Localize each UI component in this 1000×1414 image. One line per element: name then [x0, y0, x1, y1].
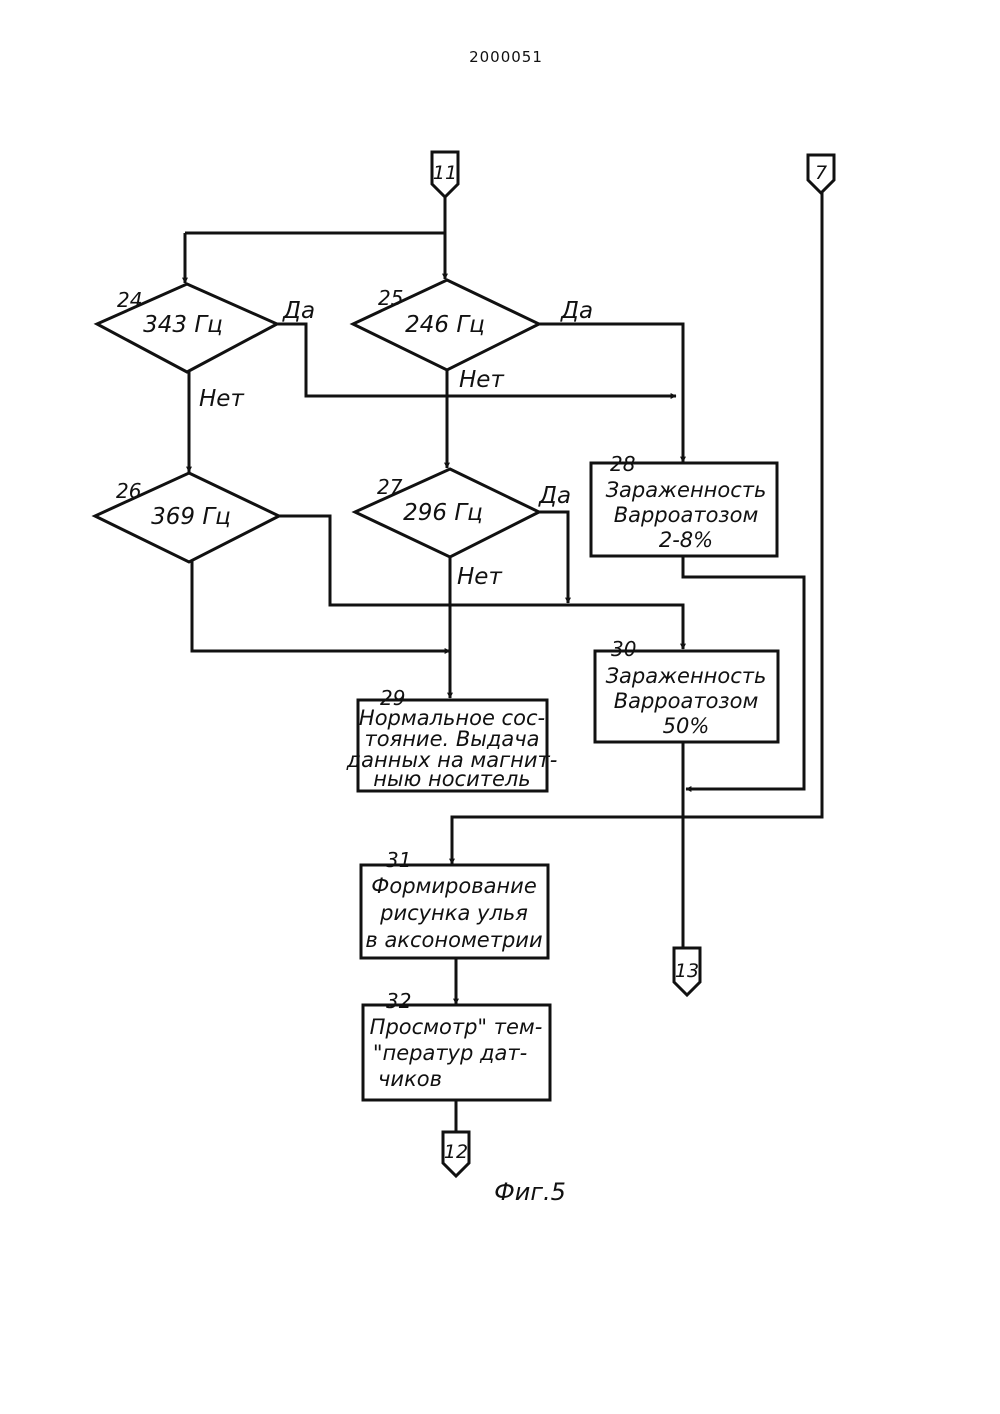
process-31-line-3: в аксонометрии: [365, 928, 542, 952]
decision-24: 24 343 Гц: [97, 284, 277, 372]
process-30-line-2: Варроатозом: [614, 689, 759, 713]
decision-26-number: 26: [116, 479, 141, 503]
line-27-yes: [537, 512, 568, 603]
process-30: 30 Зараженность Варроатозом 50%: [595, 637, 778, 742]
connector-7: 7: [808, 155, 834, 193]
connector-7-label: 7: [815, 162, 827, 184]
decision-27-number: 27: [377, 475, 403, 499]
decision-27: 27 296 Гц: [355, 469, 539, 557]
connector-13-label: 13: [675, 960, 699, 982]
process-30-number: 30: [611, 637, 636, 661]
process-32-line-3: чиков: [378, 1067, 442, 1091]
process-30-line-1: Зараженность: [606, 664, 767, 688]
document-number: 2000051: [469, 48, 543, 66]
process-28-line-1: Зараженность: [606, 478, 767, 502]
decision-24-no-label: Нет: [199, 386, 244, 412]
connector-11: 11: [432, 152, 458, 197]
line-25-yes: [539, 324, 683, 462]
decision-24-number: 24: [117, 288, 142, 312]
connector-12: 12: [443, 1132, 469, 1176]
figure-caption: Фиг.5: [494, 1178, 566, 1206]
process-29-line-4: ныю носитель: [373, 767, 530, 791]
connector-11-label: 11: [433, 162, 457, 184]
decision-24-yes-label: Да: [282, 298, 315, 324]
process-29: 29 Нормальное сос- тояние. Выдача данных…: [346, 686, 558, 791]
decision-25-label: 246 Гц: [405, 312, 485, 338]
process-30-line-3: 50%: [663, 714, 710, 738]
decision-26: 26 369 Гц: [95, 473, 279, 562]
decision-25-number: 25: [378, 286, 403, 310]
process-32-number: 32: [386, 989, 411, 1013]
decision-25-no-label: Нет: [459, 367, 504, 393]
process-28-line-3: 2-8%: [659, 528, 713, 552]
decision-27-yes-label: Да: [538, 483, 571, 509]
process-28: 28 Зараженность Варроатозом 2-8%: [591, 452, 777, 556]
connector-12-label: 12: [444, 1141, 468, 1163]
process-31-line-1: Формирование: [371, 874, 536, 898]
decision-24-label: 343 Гц: [143, 312, 223, 338]
process-31-line-2: рисунка улья: [379, 901, 528, 925]
process-32-line-1: Просмотр" тем-: [370, 1015, 543, 1039]
process-28-number: 28: [610, 452, 635, 476]
decision-27-label: 296 Гц: [403, 500, 483, 526]
process-28-line-2: Варроатозом: [614, 503, 759, 527]
decision-26-label: 369 Гц: [151, 504, 231, 530]
process-32: 32 Просмотр" тем- "ператур дат- чиков: [363, 989, 550, 1100]
connector-13: 13: [674, 948, 700, 995]
process-31-number: 31: [386, 848, 411, 872]
decision-25: 25 246 Гц: [353, 280, 539, 370]
decision-25-yes-label: Да: [560, 298, 593, 324]
process-31: 31 Формирование рисунка улья в аксономет…: [361, 848, 548, 958]
decision-27-no-label: Нет: [457, 564, 502, 590]
process-32-line-2: "ператур дат-: [373, 1041, 527, 1065]
